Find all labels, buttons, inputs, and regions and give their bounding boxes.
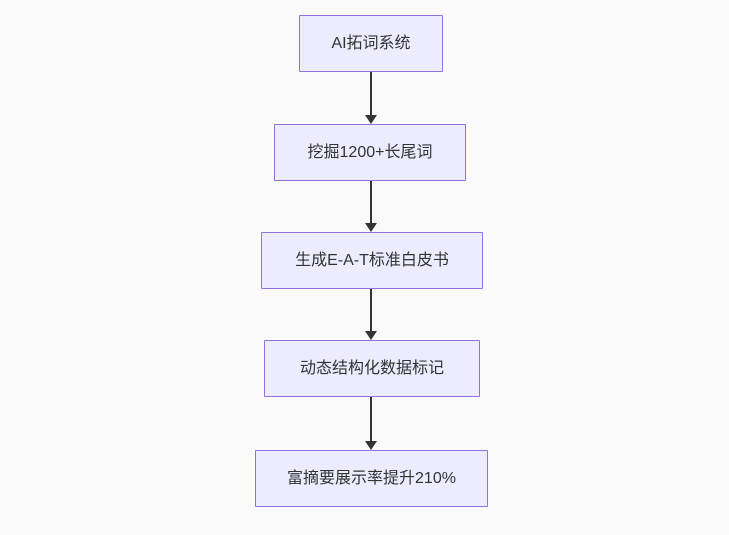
node-label: 生成E-A-T标准白皮书	[295, 251, 449, 269]
arrow-line	[370, 72, 372, 116]
flow-arrow-4	[364, 397, 378, 450]
flow-node-structured-data: 动态结构化数据标记	[264, 340, 480, 397]
arrow-line	[370, 397, 372, 442]
arrow-line	[370, 181, 372, 224]
flow-node-eat-whitepaper: 生成E-A-T标准白皮书	[261, 232, 483, 289]
flow-arrow-1	[364, 72, 378, 124]
flow-node-ai-word-system: AI拓词系统	[299, 15, 443, 72]
arrowhead-icon	[365, 331, 377, 340]
node-label: 挖掘1200+长尾词	[307, 143, 433, 161]
node-label: AI拓词系统	[331, 34, 411, 52]
flow-node-rich-snippet-result: 富摘要展示率提升210%	[255, 450, 488, 507]
arrow-line	[370, 289, 372, 332]
arrowhead-icon	[365, 441, 377, 450]
flow-arrow-2	[364, 181, 378, 232]
flow-node-longtail-mining: 挖掘1200+长尾词	[274, 124, 466, 181]
arrowhead-icon	[365, 223, 377, 232]
node-label: 动态结构化数据标记	[299, 359, 444, 377]
node-label: 富摘要展示率提升210%	[287, 469, 456, 487]
flow-arrow-3	[364, 289, 378, 340]
arrowhead-icon	[365, 115, 377, 124]
